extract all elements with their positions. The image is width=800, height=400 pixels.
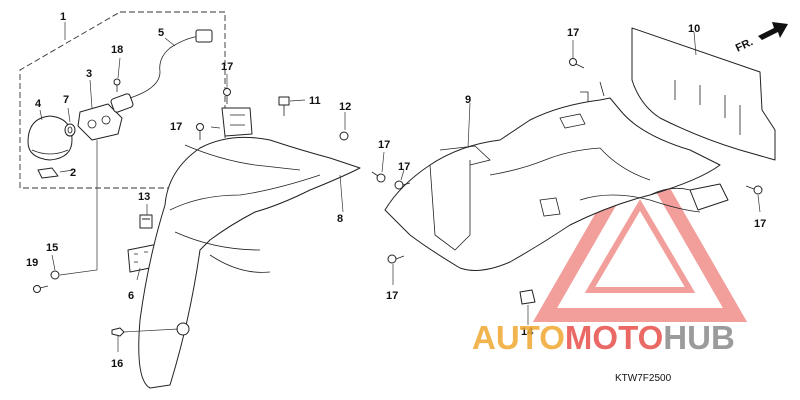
callout-14: 14	[521, 326, 534, 338]
callout-17-f: 17	[567, 27, 579, 39]
callout-13: 13	[138, 191, 150, 203]
bolt-17-fender-left	[196, 123, 204, 140]
callout-labels: 1 2 3 4 5 6 7 8 9 10 11 12 13 14 15 16 1…	[26, 11, 766, 370]
svg-text:FR.: FR.	[734, 36, 755, 54]
wire-connector	[649, 183, 729, 211]
nut-15	[50, 270, 60, 280]
rivet-16	[111, 327, 125, 337]
callout-18: 18	[111, 44, 123, 56]
bolt-19	[33, 285, 49, 293]
kit-bracket-1	[19, 11, 226, 189]
inner-fender	[384, 81, 721, 271]
callout-17-e: 17	[386, 290, 398, 302]
callout-5: 5	[158, 27, 164, 39]
bolt-11	[278, 96, 290, 116]
callout-3: 3	[86, 68, 92, 80]
callout-15: 15	[46, 242, 58, 254]
callout-12: 12	[339, 101, 351, 113]
tail-lens-cover	[27, 115, 73, 161]
clip-13	[139, 214, 153, 229]
callout-17-c: 17	[378, 139, 390, 151]
callout-9: 9	[465, 94, 471, 106]
callout-17-g: 17	[754, 218, 766, 230]
callout-19: 19	[26, 257, 38, 269]
license-light-base	[77, 103, 123, 141]
leader-lines	[39, 31, 761, 352]
callout-1: 1	[60, 11, 66, 23]
callout-4: 4	[35, 98, 42, 110]
bolt-17-right	[745, 185, 763, 195]
front-direction-arrow: FR.	[734, 22, 788, 55]
callout-6: 6	[128, 290, 134, 302]
watermark-part-hub: HUB	[663, 319, 735, 356]
bolt-17-inner-bottom	[387, 254, 405, 264]
callout-7: 7	[63, 94, 69, 106]
callout-10: 10	[688, 23, 700, 35]
watermark-part-moto: MOTO	[565, 319, 663, 356]
bolt-17-inner-left	[394, 180, 411, 190]
callout-17-d: 17	[398, 161, 410, 173]
mud-flap	[631, 27, 776, 161]
callout-17-a: 17	[221, 61, 233, 73]
watermark-logo	[532, 135, 748, 322]
figure-code: KTW7F2500	[615, 373, 672, 384]
rubber-pad	[37, 167, 59, 179]
bolt-17-mudflap-top	[569, 58, 585, 69]
bolt-17-fender-top	[223, 88, 231, 104]
clip-14	[519, 289, 536, 305]
rear-fender	[138, 107, 361, 389]
nut-12	[339, 131, 349, 141]
svg-text:AUTOMOTOHUB: AUTOMOTOHUB	[472, 319, 735, 356]
screw-18	[113, 78, 121, 92]
callout-2: 2	[70, 167, 76, 179]
callout-17-b: 17	[170, 121, 182, 133]
watermark-text: AUTOMOTOHUB	[472, 319, 735, 356]
watermark-part-auto: AUTO	[472, 319, 565, 356]
socket-and-wire	[110, 29, 213, 113]
callout-16: 16	[111, 358, 123, 370]
grommet	[64, 123, 76, 137]
callout-11: 11	[309, 95, 321, 107]
bolt-17-fender-right	[371, 171, 386, 183]
callout-8: 8	[337, 213, 343, 225]
